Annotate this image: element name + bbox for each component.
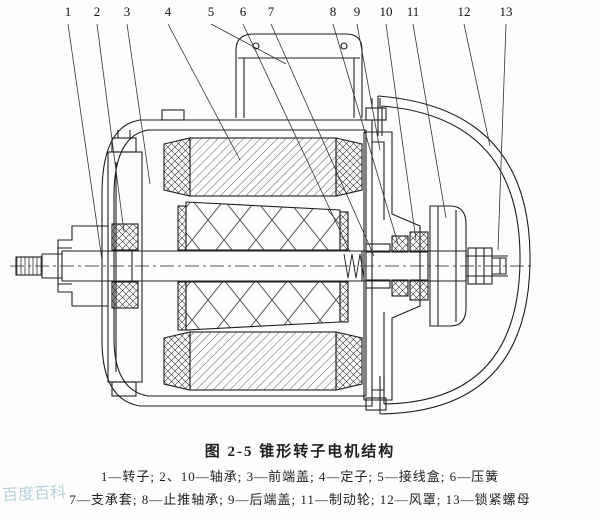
- fan-cover-bolt-top: [365, 107, 387, 121]
- callout-number-13: 13: [500, 4, 513, 19]
- callout-leader-lines: [67, 23, 507, 261]
- figure-legend-line-1: 1—转子; 2、10—轴承; 3—前端盖; 4—定子; 5—接线盒; 6—压簧: [100, 469, 500, 484]
- stator-group: [163, 137, 363, 391]
- callout-number-4: 4: [165, 4, 172, 19]
- pressure-spring-group: [343, 253, 365, 279]
- callout-number-5: 5: [208, 4, 215, 19]
- front-cover-bolt-bottom: [111, 381, 137, 397]
- callout-number-1: 1: [65, 4, 72, 19]
- callout-number-8: 8: [330, 4, 337, 19]
- callout-number-10: 10: [380, 4, 393, 19]
- callout-number-7: 7: [268, 4, 275, 19]
- fan-cover-group: [365, 95, 531, 415]
- housing-boss: [161, 109, 185, 121]
- front-cover-bolt-top: [111, 137, 137, 153]
- front-end-cover-group: [57, 130, 143, 397]
- motor-housing-group: [101, 109, 373, 407]
- thrust-bearing-group: [391, 235, 409, 297]
- rear-bearing-group: [409, 231, 429, 301]
- front-bearing-top: [111, 223, 139, 251]
- callout-number-3: 3: [124, 4, 131, 19]
- rotor-group: [177, 201, 349, 331]
- figure-caption: 图 2-5 锥形转子电机结构: [204, 444, 396, 460]
- front-bearing-bottom: [111, 281, 139, 309]
- motor-cross-section-drawing: 1 2 3 4 5 6 7 8 9 10 11 12 13: [10, 4, 534, 415]
- figure-legend-line-2: 7—支承套; 8—止推轴承; 9—后端盖; 11—制动轮; 12—风罩; 13—…: [69, 492, 531, 507]
- callout-number-2: 2: [94, 4, 101, 19]
- terminal-box-group: [235, 33, 363, 118]
- callout-number-12: 12: [458, 4, 471, 19]
- fan-cover-bolt-bottom: [365, 397, 387, 411]
- support-sleeve-group: [365, 243, 391, 289]
- callout-numbers: 1 2 3 4 5 6 7 8 9 10 11 12 13: [65, 4, 513, 19]
- callout-number-11: 11: [407, 4, 420, 19]
- brake-wheel-group: [429, 205, 467, 327]
- callout-number-6: 6: [240, 4, 247, 19]
- callout-number-9: 9: [354, 4, 361, 19]
- lock-nut-group: [467, 247, 507, 285]
